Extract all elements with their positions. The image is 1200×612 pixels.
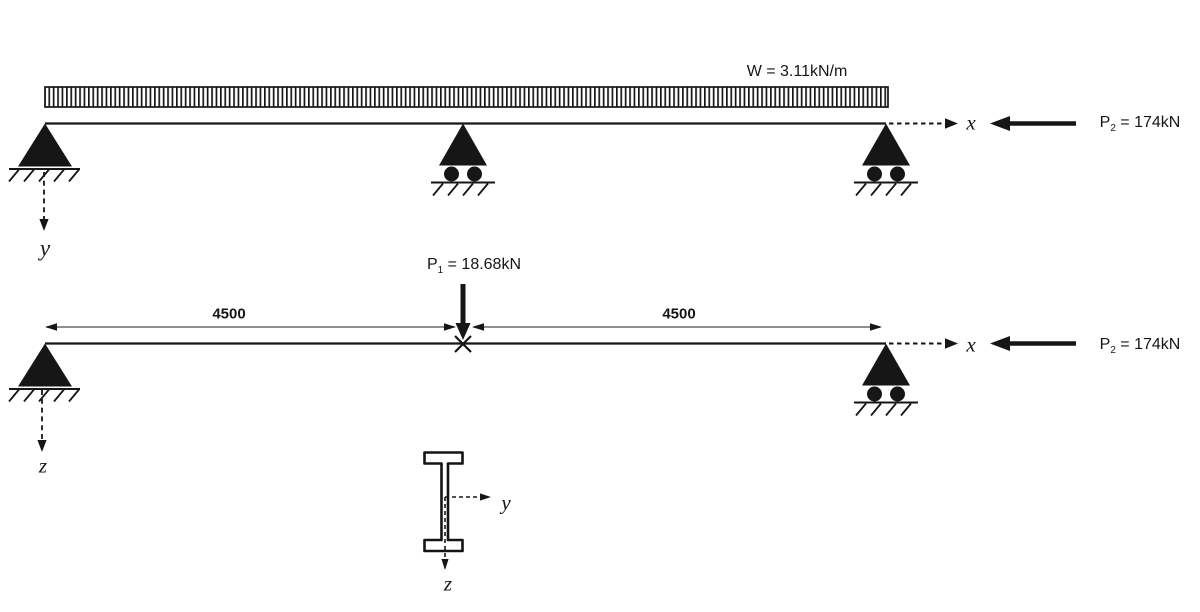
p2-force-arrow	[990, 336, 1076, 351]
p2-force-arrow	[990, 116, 1076, 131]
p2-load-label-bottom: P2 = 174kN	[1099, 336, 1181, 357]
y-axis-label: y	[39, 235, 51, 261]
y-axis-arrow	[39, 172, 49, 231]
span-dimension-left: 4500	[212, 305, 246, 323]
top-beam-group	[8, 86, 1076, 231]
section-z-axis-label: z	[443, 571, 453, 596]
p1-subscript: 1	[437, 265, 444, 277]
p1-load-label: P1 = 18.68kN	[426, 256, 522, 277]
p2-symbol: P	[1099, 114, 1111, 131]
roller-support-icon	[853, 342, 919, 417]
p2-load-label-top: P2 = 174kN	[1099, 114, 1181, 135]
z-axis-arrow	[37, 390, 47, 452]
p2-symbol: P	[1099, 336, 1111, 353]
load-point-x-mark	[454, 335, 472, 353]
distributed-load-hatch	[44, 86, 889, 108]
i-beam-section-icon	[423, 451, 464, 553]
x-axis-arrow	[889, 118, 958, 129]
dimension-line-left	[45, 323, 456, 331]
p2-subscript: 2	[1110, 345, 1116, 357]
x-axis-label-top: x	[966, 110, 976, 135]
bottom-beam-group	[8, 284, 1076, 452]
section-z-axis-arrow	[441, 497, 449, 570]
z-axis-label: z	[38, 453, 48, 478]
p1-symbol: P	[426, 256, 438, 273]
roller-support-icon	[430, 122, 496, 197]
span-dimension-right: 4500	[662, 305, 696, 323]
p1-value: = 18.68kN	[443, 256, 522, 273]
dimension-line-right	[472, 323, 882, 331]
p2-value: = 174kN	[1115, 336, 1181, 353]
cross-section-group	[423, 451, 491, 570]
section-y-axis-arrow	[445, 493, 491, 501]
roller-support-icon	[853, 122, 919, 197]
x-axis-arrow	[889, 338, 958, 349]
pinned-support-icon	[8, 342, 81, 403]
distributed-load-label: W = 3.11kN/m	[746, 63, 848, 80]
x-axis-label-bottom: x	[966, 332, 976, 357]
section-y-axis-label: y	[501, 490, 511, 515]
p1-force-arrow	[455, 284, 471, 340]
p2-value: = 174kN	[1115, 114, 1181, 131]
p2-subscript: 2	[1110, 123, 1116, 135]
